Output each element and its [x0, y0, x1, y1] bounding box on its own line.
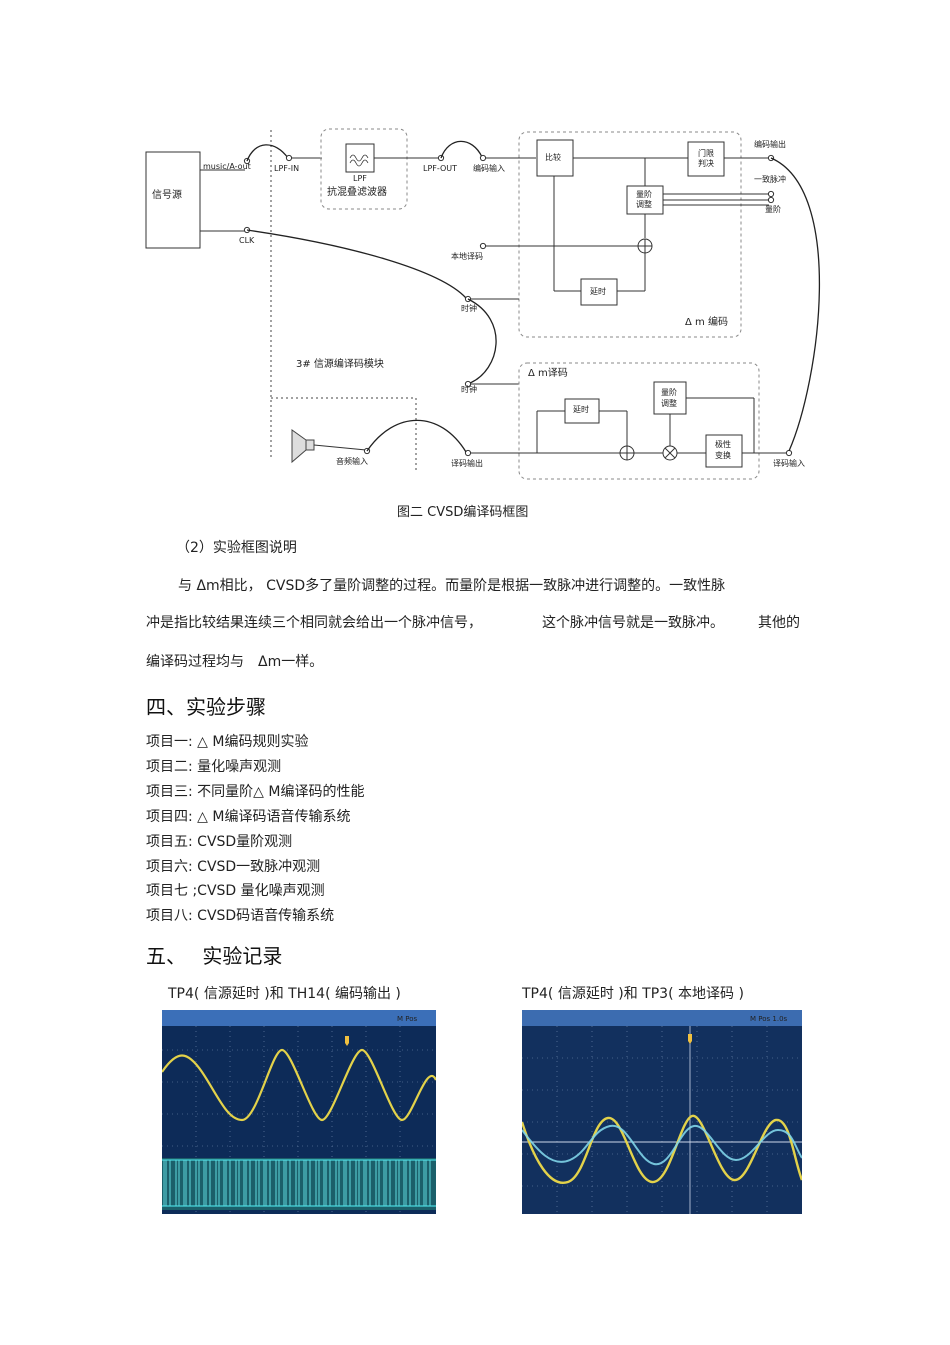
decode-step-label-2: 调整: [661, 398, 677, 408]
lpf-in-label: LPF-IN: [274, 164, 299, 173]
music-out-label: music/A-out: [203, 162, 251, 171]
scope-2-status: M Pos 1.0s: [750, 1015, 788, 1023]
step-adjust-label-2: 调整: [636, 199, 652, 209]
anti-alias-filter-box: [320, 128, 408, 210]
paragraph-line-1: 与 Δm相比， CVSD多了量阶调整的过程。而量阶是根据一致脉冲进行调整的。一致…: [178, 578, 726, 594]
list-item: 项目七 ;CVSD 量化噪声观测: [146, 883, 325, 899]
paragraph-line-2c: 其他的: [758, 615, 800, 631]
dm-encode-box: [518, 131, 742, 338]
clock-label-1: 时钟: [461, 303, 477, 313]
threshold-label-1: 门限: [698, 148, 714, 158]
scope-1-status: M Pos: [397, 1015, 418, 1023]
scope-1-cursor: [345, 1036, 349, 1046]
list-item: 项目八: CVSD码语音传输系统: [146, 908, 335, 924]
scope-2-yellow-trace: [522, 1114, 802, 1184]
clock-label-2: 时钟: [461, 384, 477, 394]
paragraph-line-2b: 这个脉冲信号就是一致脉冲。: [542, 615, 724, 631]
encode-input-label: 编码输入: [473, 163, 505, 173]
list-item: 项目六: CVSD一致脉冲观测: [146, 859, 321, 875]
threshold-label-2: 判决: [698, 158, 714, 168]
list-item: 项目五: CVSD量阶观测: [146, 834, 293, 850]
encode-output-label: 编码输出: [754, 139, 786, 149]
compare-label: 比较: [545, 152, 561, 162]
figure-caption: 图二 CVSD编译码框图: [397, 505, 529, 520]
polarity-label-2: 变换: [715, 450, 731, 460]
decode-input-label: 译码输入: [773, 458, 805, 468]
lpf-label: LPF: [353, 174, 367, 183]
dm-encode-label: Δ m 编码: [685, 315, 728, 328]
oscilloscope-photo-2: M Pos 1.0s: [522, 1010, 802, 1214]
decode-delay-label: 延时: [573, 404, 589, 414]
list-item: 项目四: △ M编译码语音传输系统: [146, 809, 351, 825]
section-note: （2）实验框图说明: [176, 540, 297, 556]
list-item: 项目一: △ M编码规则实验: [146, 734, 309, 750]
signal-source-label: 信号源: [152, 188, 182, 201]
oscilloscope-photo-1: M Pos: [162, 1010, 436, 1214]
signal-source-box: [145, 151, 201, 249]
delay-label: 延时: [590, 286, 606, 296]
photo-1-caption: TP4( 信源延时 )和 TH14( 编码输出 ): [168, 986, 401, 1002]
audio-input-label: 音频输入: [336, 456, 368, 466]
speaker-icon: [291, 429, 315, 464]
list-item: 项目三: 不同量阶△ M编译码的性能: [146, 784, 365, 800]
scope-1-yellow-trace: [162, 1048, 436, 1122]
step-adjust-label-1: 量阶: [636, 189, 652, 199]
lpf-out-label: LPF-OUT: [423, 164, 457, 173]
decode-output-label: 译码输出: [451, 458, 483, 468]
step-output-label: 量阶: [765, 204, 781, 214]
paragraph-line-2a: 冲是指比较结果连续三个相同就会给出一个脉冲信号，: [146, 615, 482, 631]
local-decode-label: 本地译码: [451, 251, 483, 261]
section-4-title: 四、实验步骤: [146, 695, 266, 719]
cvsd-block-diagram: 信号源 music/A-out CLK LPF-IN LPF 抗混叠滤波器 LP…: [145, 128, 821, 480]
consistent-pulse-label: 一致脉冲: [754, 174, 786, 184]
list-item: 项目二: 量化噪声观测: [146, 759, 282, 775]
section-5-title: 五、 实验记录: [146, 944, 283, 968]
polarity-label-1: 极性: [715, 439, 731, 449]
module-label: 3# 信源编译码模块: [296, 357, 384, 370]
paragraph-line-3: 编译码过程均与 Δm一样。: [146, 654, 324, 670]
anti-alias-filter-label: 抗混叠滤波器: [327, 185, 387, 198]
scope-2-cursor: [688, 1034, 692, 1044]
decode-step-label-1: 量阶: [661, 387, 677, 397]
photo-2-caption: TP4( 信源延时 )和 TP3( 本地译码 ): [522, 986, 744, 1002]
dm-decode-label: Δ m译码: [528, 367, 568, 379]
scope-2-cyan-trace: [522, 1124, 802, 1166]
clk-label: CLK: [239, 236, 255, 245]
